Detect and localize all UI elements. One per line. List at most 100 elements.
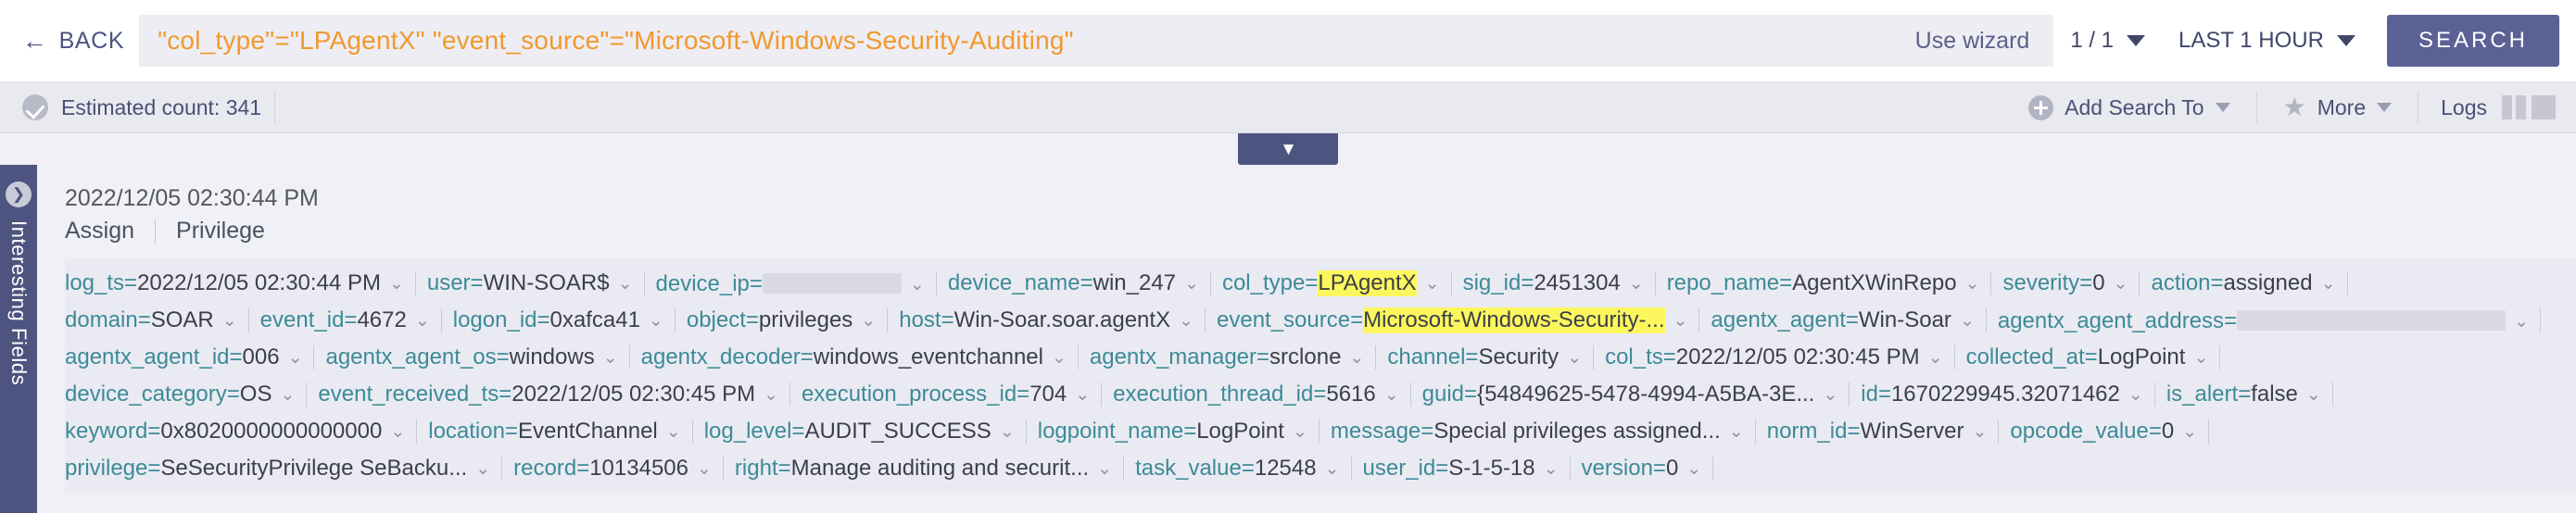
log-field-domain[interactable]: domain=SOAR⌄ bbox=[65, 307, 246, 333]
chevron-down-icon[interactable]: ⌄ bbox=[1075, 385, 1091, 405]
log-field-device_name[interactable]: device_name=win_247⌄ bbox=[948, 270, 1208, 296]
chevron-down-icon[interactable]: ⌄ bbox=[414, 311, 430, 331]
log-field-sig_id[interactable]: sig_id=2451304⌄ bbox=[1463, 270, 1653, 296]
log-field-col_type[interactable]: col_type=LPAgentX⌄ bbox=[1222, 270, 1449, 296]
page-selector[interactable]: 1 / 1 bbox=[2053, 28, 2162, 54]
log-field-object[interactable]: object=privileges⌄ bbox=[687, 307, 885, 333]
log-field-execution_process_id[interactable]: execution_process_id=704⌄ bbox=[802, 382, 1099, 407]
chevron-down-icon[interactable]: ⌄ bbox=[909, 274, 925, 294]
log-field-privilege[interactable]: privilege=SeSecurityPrivilege SeBacku...… bbox=[65, 456, 499, 482]
log-field-guid[interactable]: guid={54849625-5478-4994-A5BA-3E...⌄ bbox=[1422, 382, 1848, 407]
log-field-col_ts[interactable]: col_ts=2022/12/05 02:30:45 PM⌄ bbox=[1605, 344, 1952, 370]
chevron-down-icon[interactable]: ⌄ bbox=[1324, 459, 1340, 479]
chevron-down-icon[interactable]: ⌄ bbox=[1628, 274, 1644, 294]
chevron-down-icon[interactable]: ⌄ bbox=[1097, 459, 1113, 479]
chevron-down-icon[interactable]: ⌄ bbox=[2514, 311, 2529, 332]
log-field-keyword[interactable]: keyword=0x8020000000000000⌄ bbox=[65, 419, 414, 444]
log-field-norm_id[interactable]: norm_id=WinServer⌄ bbox=[1767, 419, 1997, 444]
log-field-is_alert[interactable]: is_alert=false⌄ bbox=[2166, 382, 2330, 407]
log-field-channel[interactable]: channel=Security⌄ bbox=[1387, 344, 1591, 370]
use-wizard-button[interactable]: Use wizard bbox=[1905, 15, 2054, 67]
log-field-execution_thread_id[interactable]: execution_thread_id=5616⌄ bbox=[1113, 382, 1408, 407]
log-field-task_value[interactable]: task_value=12548⌄ bbox=[1135, 456, 1348, 482]
chevron-down-icon[interactable]: ⌄ bbox=[999, 422, 1015, 442]
log-field-user[interactable]: user=WIN-SOAR$⌄ bbox=[427, 270, 642, 296]
chevron-down-icon[interactable]: ⌄ bbox=[1292, 422, 1307, 442]
log-field-event_received_ts[interactable]: event_received_ts=2022/12/05 02:30:45 PM… bbox=[318, 382, 788, 407]
single-view-toggle[interactable] bbox=[2526, 95, 2556, 119]
log-field-repo_name[interactable]: repo_name=AgentXWinRepo⌄ bbox=[1667, 270, 1989, 296]
chevron-down-icon[interactable]: ⌄ bbox=[1424, 274, 1440, 294]
chevron-down-icon[interactable]: ⌄ bbox=[648, 311, 663, 331]
log-field-severity[interactable]: severity=0⌄ bbox=[2002, 270, 2137, 296]
chevron-down-icon[interactable]: ⌄ bbox=[696, 459, 712, 479]
collapse-panel-button[interactable]: ▼ bbox=[1238, 133, 1338, 165]
log-field-version[interactable]: version=0⌄ bbox=[1582, 456, 1711, 482]
log-field-agentx_decoder[interactable]: agentx_decoder=windows_eventchannel⌄ bbox=[641, 344, 1076, 370]
log-tag[interactable]: Privilege bbox=[176, 218, 265, 244]
chevron-down-icon[interactable]: ⌄ bbox=[1686, 459, 1702, 479]
chevron-down-icon[interactable]: ⌄ bbox=[1959, 311, 1975, 331]
search-button[interactable]: SEARCH bbox=[2386, 15, 2559, 67]
chevron-down-icon[interactable]: ⌄ bbox=[617, 274, 633, 294]
chevron-down-icon[interactable]: ⌄ bbox=[1964, 274, 1980, 294]
chevron-down-icon[interactable]: ⌄ bbox=[1927, 348, 1943, 368]
chevron-down-icon[interactable]: ⌄ bbox=[2305, 385, 2321, 405]
chevron-down-icon[interactable]: ⌄ bbox=[475, 459, 491, 479]
chevron-down-icon[interactable]: ⌄ bbox=[2193, 348, 2209, 368]
log-tag[interactable]: Assign bbox=[65, 218, 135, 244]
log-field-agentx_agent[interactable]: agentx_agent=Win-Soar⌄ bbox=[1711, 307, 1983, 333]
chevron-down-icon[interactable]: ⌄ bbox=[388, 274, 404, 294]
log-field-collected_at[interactable]: collected_at=LogPoint⌄ bbox=[1966, 344, 2218, 370]
chevron-down-icon[interactable]: ⌄ bbox=[602, 348, 618, 368]
chevron-down-icon[interactable]: ⌄ bbox=[1184, 274, 1199, 294]
back-button[interactable]: ← BACK bbox=[22, 28, 139, 55]
add-search-to-button[interactable]: Add Search To bbox=[2015, 94, 2242, 120]
chevron-down-icon[interactable]: ⌄ bbox=[1383, 385, 1399, 405]
log-field-opcode_value[interactable]: opcode_value=0⌄ bbox=[2010, 419, 2206, 444]
chevron-down-icon[interactable]: ⌄ bbox=[280, 385, 296, 405]
log-field-agentx_agent_address[interactable]: agentx_agent_address=⌄ bbox=[1998, 307, 2538, 334]
log-field-device_ip[interactable]: device_ip=⌄ bbox=[656, 270, 934, 297]
interesting-fields-rail[interactable]: ❯ Interesting Fields bbox=[0, 165, 37, 513]
chevron-down-icon[interactable]: ⌄ bbox=[1567, 348, 1583, 368]
chevron-down-icon[interactable]: ⌄ bbox=[665, 422, 681, 442]
log-field-host[interactable]: host=Win-Soar.soar.agentX⌄ bbox=[899, 307, 1203, 333]
chevron-down-icon[interactable]: ⌄ bbox=[1051, 348, 1067, 368]
log-field-device_category[interactable]: device_category=OS⌄ bbox=[65, 382, 304, 407]
log-field-action[interactable]: action=assigned⌄ bbox=[2151, 270, 2344, 296]
log-field-right[interactable]: right=Manage auditing and securit...⌄ bbox=[735, 456, 1121, 482]
chevron-down-icon[interactable]: ⌄ bbox=[861, 311, 877, 331]
log-field-log_level[interactable]: log_level=AUDIT_SUCCESS⌄ bbox=[704, 419, 1024, 444]
split-view-toggle[interactable] bbox=[2496, 95, 2526, 119]
chevron-down-icon[interactable]: ⌄ bbox=[287, 348, 303, 368]
search-query-input[interactable]: "col_type"="LPAgentX" "event_source"="Mi… bbox=[139, 15, 1906, 67]
log-field-agentx_manager[interactable]: agentx_manager=srclone⌄ bbox=[1090, 344, 1373, 370]
chevron-down-icon[interactable]: ⌄ bbox=[1728, 422, 1744, 442]
more-button[interactable]: ★ More bbox=[2270, 94, 2406, 120]
log-field-location[interactable]: location=EventChannel⌄ bbox=[428, 419, 689, 444]
log-field-log_ts[interactable]: log_ts=2022/12/05 02:30:44 PM⌄ bbox=[65, 270, 413, 296]
chevron-down-icon[interactable]: ⌄ bbox=[764, 385, 779, 405]
chevron-down-icon[interactable]: ⌄ bbox=[221, 311, 237, 331]
chevron-down-icon[interactable]: ⌄ bbox=[2128, 385, 2143, 405]
log-field-agentx_agent_os[interactable]: agentx_agent_os=windows⌄ bbox=[325, 344, 626, 370]
chevron-down-icon[interactable]: ⌄ bbox=[1972, 422, 1988, 442]
chevron-down-icon[interactable]: ⌄ bbox=[1673, 311, 1688, 331]
chevron-down-icon[interactable]: ⌄ bbox=[1179, 311, 1193, 331]
log-field-record[interactable]: record=10134506⌄ bbox=[513, 456, 721, 482]
log-field-event_source[interactable]: event_source=Microsoft-Windows-Security-… bbox=[1217, 307, 1697, 333]
log-field-logpoint_name[interactable]: logpoint_name=LogPoint⌄ bbox=[1038, 419, 1317, 444]
chevron-down-icon[interactable]: ⌄ bbox=[2320, 274, 2336, 294]
chevron-down-icon[interactable]: ⌄ bbox=[1823, 385, 1838, 405]
chevron-down-icon[interactable]: ⌄ bbox=[2182, 422, 2198, 442]
time-range-selector[interactable]: LAST 1 HOUR bbox=[2162, 28, 2372, 54]
chevron-down-icon[interactable]: ⌄ bbox=[390, 422, 406, 442]
log-field-id[interactable]: id=1670229945.32071462⌄ bbox=[1861, 382, 2153, 407]
log-field-logon_id[interactable]: logon_id=0xafca41⌄ bbox=[453, 307, 673, 333]
log-field-event_id[interactable]: event_id=4672⌄ bbox=[260, 307, 439, 333]
log-field-message[interactable]: message=Special privileges assigned...⌄ bbox=[1331, 419, 1753, 444]
log-field-user_id[interactable]: user_id=S-1-5-18⌄ bbox=[1363, 456, 1568, 482]
chevron-down-icon[interactable]: ⌄ bbox=[1349, 348, 1365, 368]
chevron-down-icon[interactable]: ⌄ bbox=[2113, 274, 2128, 294]
